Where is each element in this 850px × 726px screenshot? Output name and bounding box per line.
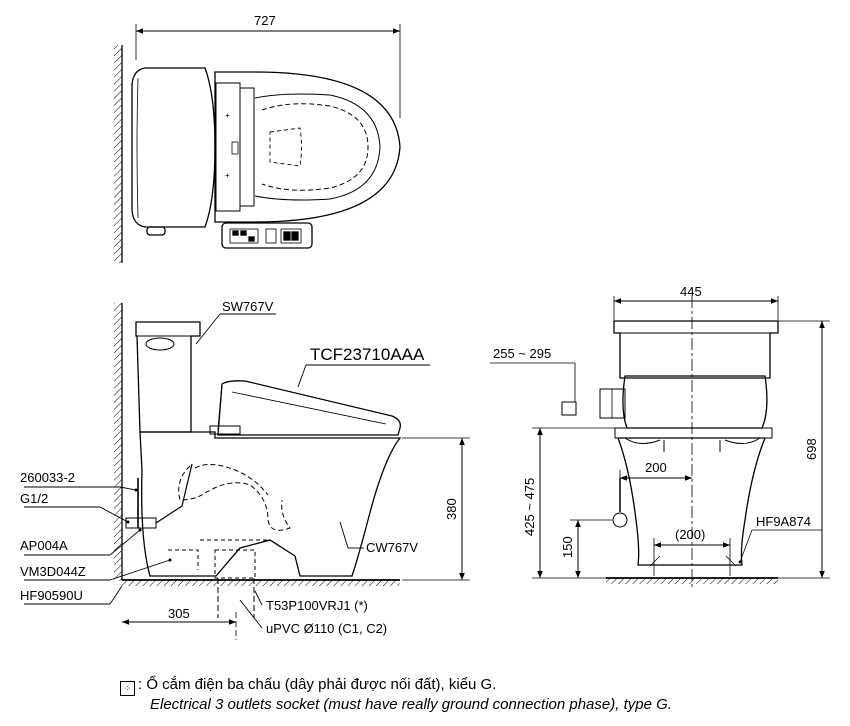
dim-200-lower: (200) — [675, 527, 705, 542]
dim-425-475: 425 ~ 475 — [522, 478, 537, 536]
dim-698: 698 — [804, 438, 819, 460]
wall-hatch-top — [114, 45, 122, 263]
floor-hatch-side — [122, 580, 400, 586]
label-260033-2: 260033-2 — [20, 470, 75, 485]
label-sw767v: SW767V — [222, 299, 274, 314]
top-view: + + — [114, 24, 401, 263]
side-view — [24, 303, 470, 640]
label-hf90590u: HF90590U — [20, 588, 83, 603]
seat-front — [622, 375, 768, 429]
label-hf9a874: HF9A874 — [756, 514, 811, 529]
socket-icon: ⁘ — [120, 681, 135, 696]
bowl-front — [617, 437, 766, 566]
label-upvc-pipe: uPVC Ø110 (C1, C2) — [266, 621, 387, 636]
seat-lid-side — [217, 380, 401, 436]
note-vietnamese: ⁘: Ổ cắm điện ba chấu (dây phải được nối… — [120, 675, 496, 696]
seat-outline-top — [214, 71, 401, 223]
tank-outline-top — [131, 67, 216, 228]
note-vi-text: : Ổ cắm điện ba chấu (dây phải được nối … — [138, 676, 497, 693]
label-g1-2: G1/2 — [20, 491, 48, 506]
tank-side — [135, 321, 201, 433]
dim-305: 305 — [168, 606, 190, 621]
dim-255-295: 255 ~ 295 — [493, 346, 551, 361]
dim-380: 380 — [444, 498, 459, 520]
note-english: Electrical 3 outlets socket (must have r… — [150, 696, 672, 713]
svg-text:+: + — [225, 171, 230, 180]
tank-front — [613, 320, 779, 379]
dim-445: 445 — [680, 284, 702, 299]
label-tcf23710aaa: TCF23710AAA — [310, 345, 425, 364]
bowl-side — [139, 431, 402, 577]
wall-hatch-side — [114, 303, 122, 581]
front-view — [490, 296, 830, 590]
label-cw767v: CW767V — [366, 540, 418, 555]
label-t53p100vrj1: T53P100VRJ1 (*) — [266, 598, 368, 613]
label-vm3d044z: VM3D044Z — [20, 564, 86, 579]
label-ap004a: AP004A — [20, 538, 68, 553]
remote-control — [221, 222, 313, 249]
dim-727: 727 — [254, 13, 276, 28]
svg-text:+: + — [225, 111, 230, 120]
dim-150: 150 — [560, 536, 575, 558]
socket-symbol-front — [561, 401, 577, 416]
dim-200-upper: 200 — [645, 460, 667, 475]
